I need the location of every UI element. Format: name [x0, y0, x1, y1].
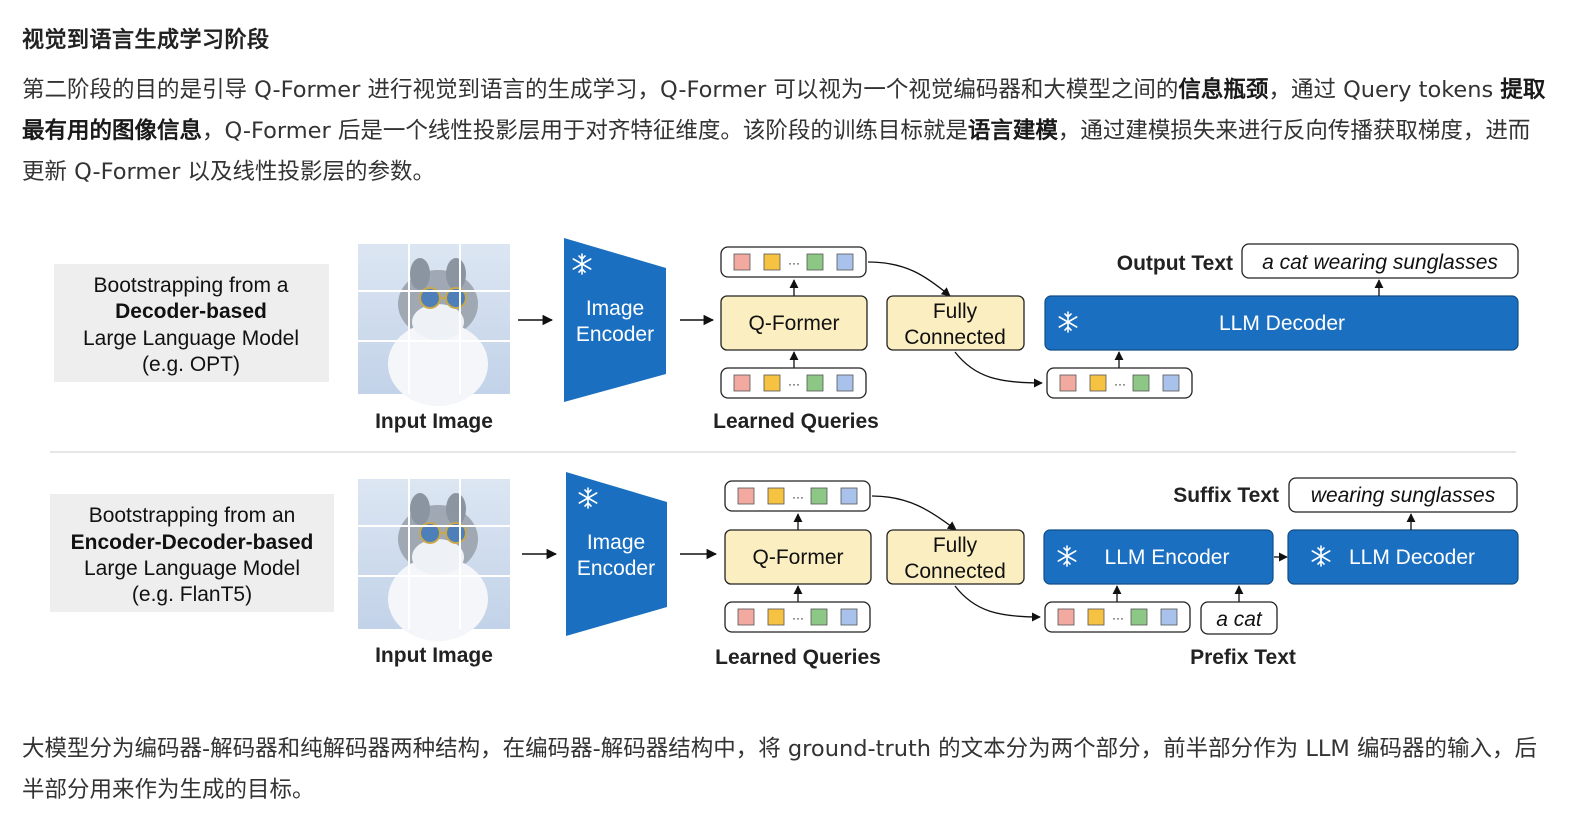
bold-phrase: 信息瓶颈 [1178, 77, 1269, 103]
desc-line3: Large Language Model [84, 557, 300, 580]
section-heading: 视觉到语言生成学习阶段 [22, 28, 270, 53]
svg-text:···: ··· [1114, 377, 1126, 391]
text-run: 第二阶段的目的是引导 Q-Former 进行视觉到语言的生成学习，Q-Forme… [22, 77, 1179, 103]
suffix-text-box [1288, 477, 1518, 513]
text-run: 大模型分为编码器-解码器和纯解码器两种结构，在编码器-解码器结构中，将 grou… [22, 736, 1537, 803]
arrow [867, 261, 951, 297]
image-encoder-bottom [566, 472, 667, 636]
bold-phrase: 提取最有用的图像信息 [22, 77, 1546, 144]
top-row: Bootstrapping from a Decoder-based Large… [54, 238, 1519, 433]
input-image-top [358, 244, 510, 406]
qformer-label: Q-Former [749, 312, 840, 335]
qformer-label: Q-Former [753, 546, 844, 569]
qformer-box-top [720, 295, 868, 351]
input-image-bottom [358, 479, 510, 641]
image-encoder-top [564, 238, 666, 402]
desc-box-bottom [50, 494, 334, 612]
text-run: ，通过 Query tokens [1268, 77, 1501, 103]
svg-text:···: ··· [792, 490, 804, 504]
svg-text:···: ··· [788, 377, 800, 391]
prefix-text: a cat [1216, 608, 1263, 631]
llm-decoder-top [1044, 295, 1519, 351]
desc-line4: (e.g. FlanT5) [132, 583, 252, 606]
image-encoder-line1: Image [586, 297, 644, 320]
svg-text:···: ··· [1112, 611, 1124, 625]
learned-queries-row-bottom: ··· [724, 601, 871, 633]
llm-decoder-label: LLM Decoder [1349, 546, 1475, 569]
prefix-text-label: Prefix Text [1190, 646, 1296, 669]
llm-decoder-bottom [1287, 529, 1519, 585]
desc-line1: Bootstrapping from an [89, 504, 296, 527]
learned-queries-caption: Learned Queries [715, 646, 881, 669]
arrow [954, 351, 1043, 388]
text-run: ，通过建模损失来进行反向传播获取梯度，进而更新 Q-Former 以及线性投影层… [22, 118, 1531, 185]
output-text: a cat wearing sunglasses [1262, 251, 1498, 274]
output-text-box [1241, 243, 1519, 279]
desc-line4: (e.g. OPT) [142, 353, 240, 376]
text-run: ，Q-Former 后是一个线性投影层用于对齐特征维度。该阶段的训练目标就是 [202, 118, 968, 144]
input-image-caption: Input Image [375, 644, 493, 667]
fc-line2: Connected [904, 326, 1006, 349]
blip2-architecture-figure: Bootstrapping from a Decoder-based Large… [50, 238, 1519, 669]
desc-line2: Encoder-Decoder-based [71, 531, 314, 554]
fc-line1: Fully [933, 300, 978, 323]
outro-paragraph: 大模型分为编码器-解码器和纯解码器两种结构，在编码器-解码器结构中，将 grou… [22, 729, 1552, 811]
suffix-text-label: Suffix Text [1173, 484, 1279, 507]
soft-prompt-row-bottom: ··· [1044, 601, 1191, 633]
fully-connected-bottom [886, 529, 1025, 585]
desc-line3: Large Language Model [83, 327, 299, 350]
learned-queries-caption: Learned Queries [713, 410, 879, 433]
suffix-text: wearing sunglasses [1311, 484, 1496, 507]
desc-box-top [54, 264, 329, 382]
query-token-row-out-bottom: ··· [724, 480, 871, 512]
desc-line2: Decoder-based [115, 300, 267, 323]
llm-decoder-label: LLM Decoder [1219, 312, 1345, 335]
input-image-caption: Input Image [375, 410, 493, 433]
image-encoder-line2: Encoder [576, 323, 654, 346]
svg-text:···: ··· [792, 611, 804, 625]
bold-phrase: 语言建模 [967, 118, 1058, 144]
qformer-box-bottom [724, 529, 872, 585]
soft-prompt-row-top: ··· [1046, 367, 1193, 399]
image-encoder-line2: Encoder [577, 557, 655, 580]
learned-queries-row-top: ··· [720, 367, 867, 399]
bottom-row: Bootstrapping from an Encoder-Decoder-ba… [50, 472, 1519, 669]
intro-paragraph: 第二阶段的目的是引导 Q-Former 进行视觉到语言的生成学习，Q-Forme… [22, 70, 1552, 193]
fc-line1: Fully [933, 534, 978, 557]
arrow [871, 495, 957, 531]
query-token-row-out-top: ··· [720, 246, 867, 278]
arrow [954, 585, 1041, 622]
fully-connected-top [886, 295, 1025, 351]
output-text-label: Output Text [1117, 252, 1233, 275]
svg-text:···: ··· [788, 256, 800, 270]
image-encoder-line1: Image [587, 531, 645, 554]
llm-encoder-bottom [1043, 529, 1274, 585]
fc-line2: Connected [904, 560, 1006, 583]
desc-line1: Bootstrapping from a [94, 274, 289, 297]
llm-encoder-label: LLM Encoder [1105, 546, 1230, 569]
